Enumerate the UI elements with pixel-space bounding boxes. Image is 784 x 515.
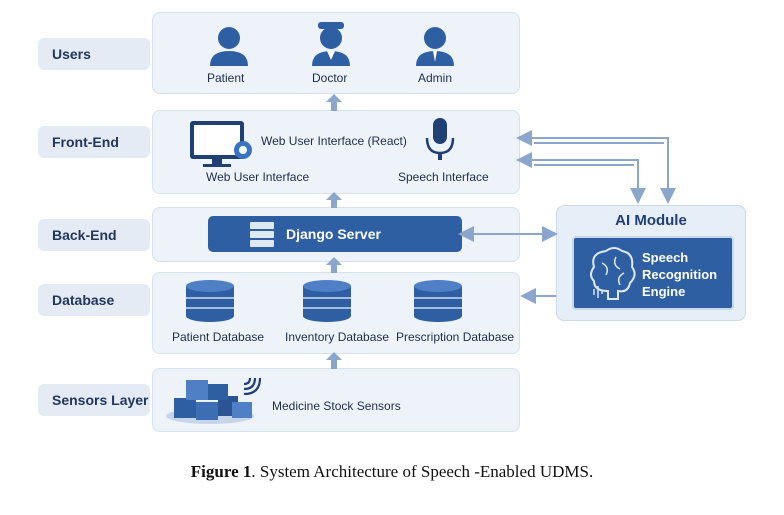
- prescription-database-icon: [414, 280, 462, 322]
- user-label-patient: Patient: [207, 71, 245, 85]
- arrow-backend-to-frontend: [326, 192, 342, 208]
- arrow-frontend-ai: [516, 130, 676, 204]
- arrow-sensors-to-database: [326, 352, 342, 369]
- layer-label-sensors: Sensors Layer: [38, 384, 150, 416]
- patient-icon: [210, 27, 248, 66]
- layer-label-database: Database: [38, 284, 150, 316]
- django-server-label: Django Server: [286, 226, 381, 242]
- gear-icon: [234, 141, 252, 159]
- caption-text: . System Architecture of Speech -Enabled…: [251, 462, 594, 481]
- django-server-box: Django Server: [208, 216, 462, 252]
- engine-line-1: Speech: [642, 250, 689, 265]
- sound-wave-icon: [593, 286, 603, 298]
- user-label-admin: Admin: [418, 71, 453, 85]
- db-label-patient: Patient Database: [172, 330, 265, 344]
- caption-figure-number: Figure 1: [190, 462, 252, 481]
- admin-icon: [416, 27, 454, 66]
- inventory-database-icon: [303, 280, 351, 322]
- frontend-title: Web User Interface (React): [261, 134, 407, 148]
- microphone-icon: [425, 118, 455, 160]
- wifi-signal-icon: [243, 377, 262, 396]
- server-icon: [250, 222, 274, 247]
- user-label-doctor: Doctor: [312, 71, 348, 85]
- layer-label-backend: Back-End: [38, 219, 150, 251]
- arrow-database-to-backend: [326, 257, 342, 273]
- speech-engine-box: Speech Recognition Engine: [572, 236, 734, 310]
- doctor-icon: [312, 22, 350, 66]
- speech-ui-label: Speech Interface: [398, 170, 489, 184]
- layer-label-frontend: Front-End: [38, 126, 150, 158]
- patient-database-icon: [186, 280, 234, 322]
- figure-caption: Figure 1. System Architecture of Speech …: [0, 462, 784, 482]
- web-ui-label: Web User Interface: [206, 170, 310, 184]
- sensor-boxes-icon: [166, 380, 254, 424]
- db-label-prescription: Prescription Database: [396, 330, 515, 344]
- ai-module-title: AI Module: [615, 212, 687, 229]
- db-label-inventory: Inventory Database: [285, 330, 390, 344]
- monitor-icon: [190, 121, 244, 167]
- sensors-label: Medicine Stock Sensors: [272, 399, 401, 413]
- engine-line-2: Recognition: [642, 267, 718, 282]
- layer-label-users: Users: [38, 38, 150, 70]
- engine-line-3: Engine: [642, 284, 686, 299]
- arrow-frontend-to-users: [326, 94, 342, 111]
- brain-icon: [590, 247, 636, 300]
